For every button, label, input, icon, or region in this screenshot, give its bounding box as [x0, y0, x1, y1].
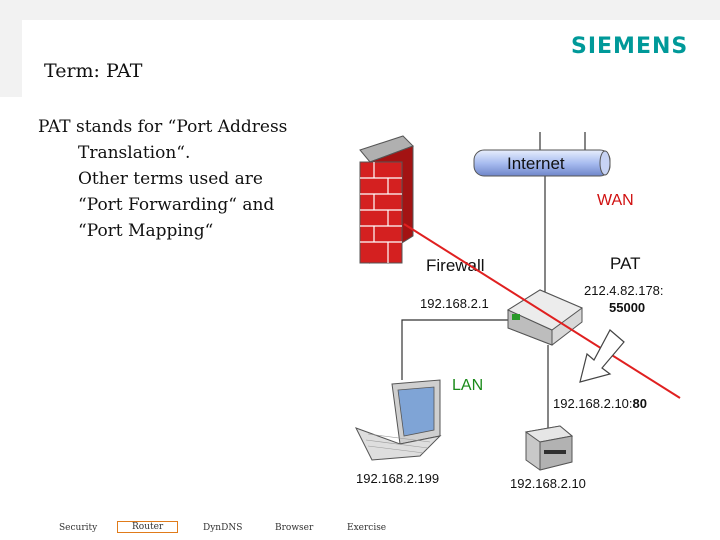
body-line-2: Translation“. [78, 143, 191, 163]
firewall-icon [359, 135, 414, 264]
header-band [22, 20, 720, 97]
wan-label: WAN [597, 192, 634, 209]
body-line-3: Other terms used are [78, 169, 263, 189]
laptop-icon [354, 379, 442, 461]
footer-nav-dyndns[interactable]: DynDNS [203, 523, 243, 533]
laptop-ip: 192.168.2.199 [356, 471, 439, 486]
lan-label: LAN [452, 377, 483, 394]
body-line-1: PAT stands for “Port Address [38, 117, 288, 137]
footer-nav-security[interactable]: Security [59, 523, 98, 533]
top-bar [0, 0, 720, 20]
router-wan-ip: 212.4.82.178: [584, 283, 664, 298]
footer-nav-router[interactable]: Router [117, 521, 179, 533]
internet-bar [473, 149, 611, 177]
pat-label: PAT [610, 254, 641, 273]
server-ip-port: 192.168.2.10:80 [553, 396, 647, 411]
pat-network-diagram: Internet WAN Firewall PAT 212.4.82.178: … [354, 132, 681, 491]
internet-label: Internet [507, 154, 565, 173]
server-ip-port-prefix: 192.168.2.10: [553, 396, 633, 411]
server-icon [524, 425, 574, 471]
body-line-5: “Port Mapping“ [78, 221, 214, 241]
server-port: 80 [633, 396, 647, 411]
port-mapping-arrow [579, 329, 625, 383]
router-lan-ip: 192.168.2.1 [420, 296, 489, 311]
footer-nav-exercise[interactable]: Exercise [347, 523, 387, 533]
firewall-label: Firewall [426, 256, 485, 275]
laptop-link [401, 319, 510, 380]
footer-nav-browser[interactable]: Browser [275, 523, 314, 533]
network-links [401, 132, 586, 430]
header-left-bar [0, 0, 22, 97]
router-icon [506, 289, 584, 346]
page-title: Term: PAT [44, 60, 143, 82]
server-ip: 192.168.2.10 [510, 476, 586, 491]
body-text: PAT stands for “Port Address Translation… [38, 114, 338, 244]
router-wan-port: 55000 [609, 300, 645, 315]
pat-red-line [403, 223, 681, 399]
siemens-logo: SIEMENS [571, 34, 689, 59]
body-line-4: “Port Forwarding“ and [78, 195, 275, 215]
